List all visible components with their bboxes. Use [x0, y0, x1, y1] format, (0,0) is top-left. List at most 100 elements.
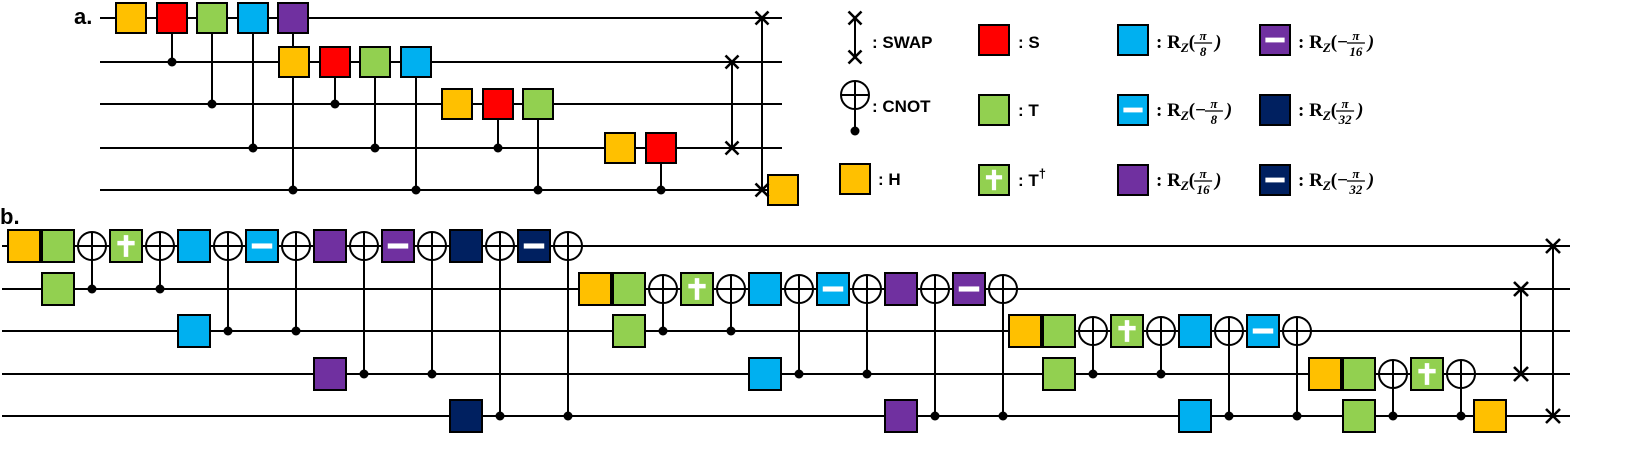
t-gate — [41, 272, 75, 306]
control-dot — [1224, 411, 1234, 421]
rz-label: : RZ( — [1298, 100, 1337, 123]
rz-close-paren: ) — [1366, 32, 1374, 53]
control-dot — [726, 326, 736, 336]
cnot-target — [1378, 359, 1408, 389]
control-dot — [248, 143, 258, 153]
t-gate — [612, 314, 646, 348]
swap-stroke — [724, 54, 740, 70]
dagger-icon — [985, 175, 1003, 180]
hadamard-gate — [839, 163, 871, 195]
swap-stroke — [847, 49, 863, 65]
gate-box — [156, 2, 188, 34]
cnot-target — [213, 231, 243, 261]
cnot-target — [417, 231, 447, 261]
control-dot — [656, 185, 666, 195]
gate-box — [767, 174, 799, 206]
gate-box — [7, 229, 41, 263]
minus-icon — [523, 243, 545, 249]
legend-rz-pi-8: : RZ(π8) — [1117, 24, 1221, 59]
minus-icon — [822, 286, 844, 292]
gate-box — [1117, 164, 1149, 196]
legend-h-label: : H — [878, 170, 901, 189]
cnot-target — [1146, 316, 1176, 346]
control-dot — [330, 99, 340, 109]
gate-box — [41, 229, 75, 263]
gate-box — [278, 46, 310, 78]
gate-box — [1308, 357, 1342, 391]
control-dot — [359, 369, 369, 379]
legend-cnot: : CNOT — [840, 80, 931, 136]
minus-icon — [1252, 328, 1274, 334]
s-gate — [978, 24, 1010, 56]
gate-box — [1342, 357, 1376, 391]
minus-icon — [251, 243, 273, 249]
hadamard-gate — [1473, 399, 1507, 433]
control-dot — [563, 411, 573, 421]
gate-box — [645, 132, 677, 164]
legend-rz-pi-32: : RZ(π32) — [1259, 94, 1363, 127]
rz-prefix: : R — [1298, 100, 1323, 121]
legend-cnot-label: : CNOT — [872, 97, 931, 116]
control-dot — [493, 143, 503, 153]
legend-rz-minus-pi-8: : RZ(−π8) — [1117, 94, 1232, 127]
gate-box — [578, 272, 612, 306]
rz-pi-8-gate — [1178, 399, 1212, 433]
rz-pi-16-gate — [277, 2, 309, 34]
gate-box — [604, 132, 636, 164]
legend-rz-minus-pi-8-label: : RZ(−π8) — [1156, 96, 1232, 127]
t-gate — [196, 2, 228, 34]
rz-denominator: 8 — [1211, 112, 1218, 127]
rz-paren: ( — [1331, 100, 1337, 121]
swap-cross-icon — [724, 140, 740, 156]
dagger-icon — [1124, 320, 1130, 342]
rz-denominator: 16 — [1197, 182, 1211, 197]
rz-subscript: Z — [1180, 108, 1189, 123]
rz-minus-pi-8-gate — [1117, 94, 1149, 126]
hadamard-gate — [578, 272, 612, 306]
cnot-target — [553, 231, 583, 261]
rz-subscript: Z — [1322, 108, 1331, 123]
control-dot — [207, 99, 217, 109]
t-gate — [1042, 357, 1076, 391]
control-dot — [288, 185, 298, 195]
s-gate — [645, 132, 677, 164]
control-dot — [495, 411, 505, 421]
t-dagger-gate — [978, 164, 1010, 196]
gate-box — [522, 88, 554, 120]
cnot-target — [988, 274, 1018, 304]
gate-box — [196, 2, 228, 34]
circuit-b — [2, 229, 1570, 433]
gate-box — [400, 46, 432, 78]
gate-box — [1008, 314, 1042, 348]
rz-denominator: 16 — [1349, 44, 1363, 59]
rz-pi-32-gate — [449, 229, 483, 263]
rz-paren: ( — [1189, 170, 1195, 191]
rz-pi-8-gate — [748, 272, 782, 306]
swap-cross-icon — [847, 10, 863, 26]
dagger-icon — [1118, 325, 1136, 331]
legend-rz-pi-16-label: : RZ(π16) — [1156, 166, 1221, 197]
rz-pi-8-gate — [1117, 24, 1149, 56]
rz-pi-16-gate — [313, 229, 347, 263]
rz-prefix: : R — [1156, 32, 1181, 53]
t-gate — [41, 229, 75, 263]
rz-subscript: Z — [1322, 178, 1331, 193]
rz-numerator: π — [1352, 28, 1360, 43]
minus-icon — [387, 243, 409, 249]
gate-box — [748, 272, 782, 306]
cnot-target — [1446, 359, 1476, 389]
control-dot — [533, 185, 543, 195]
rz-pi-8-gate — [177, 314, 211, 348]
control-dot — [1088, 369, 1098, 379]
hadamard-gate — [115, 2, 147, 34]
cnot-target — [784, 274, 814, 304]
dagger-icon — [1418, 368, 1436, 374]
gate-box — [884, 399, 918, 433]
rz-pi-32-gate — [449, 399, 483, 433]
legend-rz-minus-pi-16-label: : RZ(−π16) — [1298, 28, 1374, 59]
rz-minus-pi-8-gate — [245, 229, 279, 263]
rz-pi-8-gate — [400, 46, 432, 78]
control-dot — [1156, 369, 1166, 379]
rz-pi-8-gate — [748, 357, 782, 391]
gate-box — [237, 2, 269, 34]
